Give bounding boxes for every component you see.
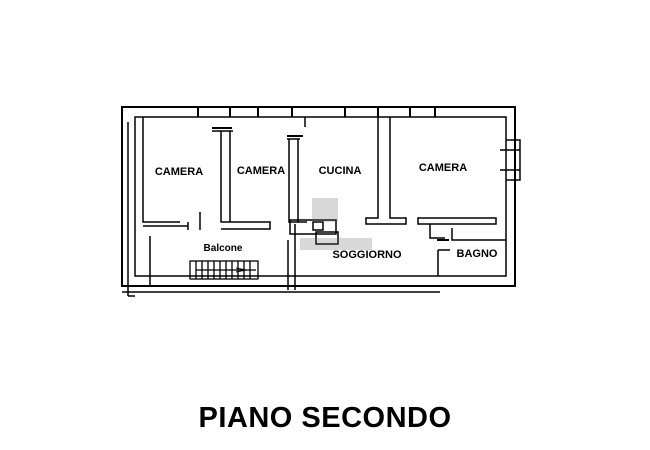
watermark-logo	[300, 198, 372, 250]
room-label-soggiorno: SOGGIORNO	[332, 249, 402, 261]
room-label-camera-3: CAMERA	[419, 162, 467, 174]
left-edge	[121, 107, 135, 297]
interior-walls	[122, 117, 506, 293]
central-block	[289, 219, 339, 245]
floor-title: PIANO SECONDO	[198, 402, 452, 434]
room-label-cucina: CUCINA	[319, 165, 362, 177]
staircase	[189, 260, 259, 280]
room-label-camera-1: CAMERA	[155, 166, 203, 178]
room-label-balcone: Balcone	[204, 243, 243, 254]
outer-walls	[121, 106, 516, 287]
right-window	[500, 139, 521, 181]
room-label-bagno: BAGNO	[457, 248, 498, 260]
room-label-camera-2: CAMERA	[237, 165, 285, 177]
door-marks	[212, 127, 449, 241]
